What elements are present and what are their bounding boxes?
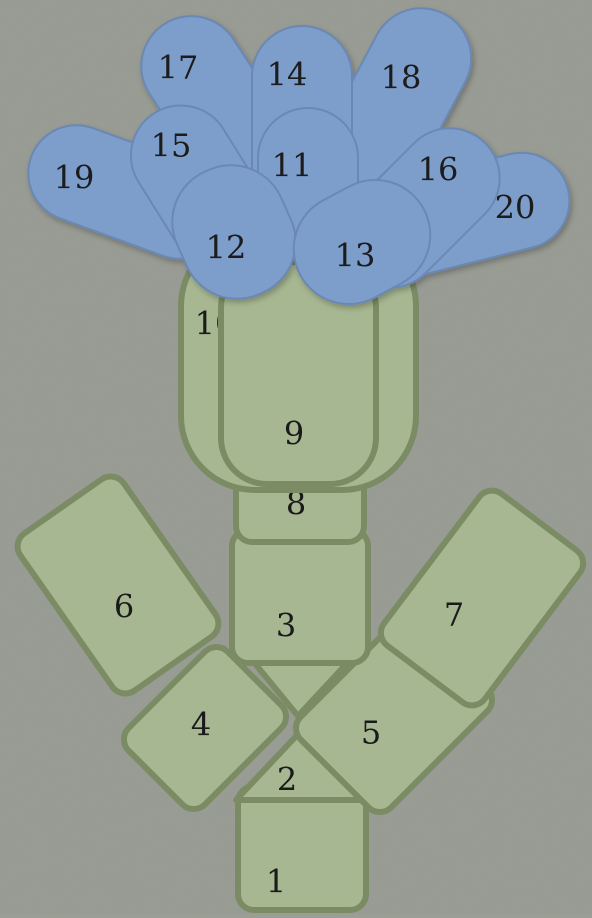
piece-3[interactable]: 3 bbox=[232, 530, 368, 663]
piece-11-label: 11 bbox=[272, 147, 313, 185]
piece-5-label: 5 bbox=[361, 714, 381, 752]
piece-6-label: 6 bbox=[114, 588, 134, 626]
piece-19-label: 19 bbox=[54, 159, 95, 197]
piece-1[interactable]: 1 bbox=[238, 786, 366, 910]
piece-20-label: 20 bbox=[495, 189, 536, 227]
piece-17-label: 17 bbox=[158, 49, 199, 87]
piece-12-label: 12 bbox=[206, 229, 247, 267]
piece-4-label: 4 bbox=[191, 706, 211, 744]
piece-1-label: 1 bbox=[266, 863, 286, 901]
piece-16-label: 16 bbox=[418, 151, 459, 189]
piece-9-label: 9 bbox=[284, 415, 304, 453]
piece-3-label: 3 bbox=[276, 607, 296, 645]
piece-2-label: 2 bbox=[277, 761, 297, 799]
piece-18-label: 18 bbox=[381, 59, 422, 97]
piece-14-label: 14 bbox=[267, 56, 308, 94]
piece-15-label: 15 bbox=[151, 127, 192, 165]
piece-13-label: 13 bbox=[335, 237, 376, 275]
piece-7-label: 7 bbox=[444, 596, 464, 634]
